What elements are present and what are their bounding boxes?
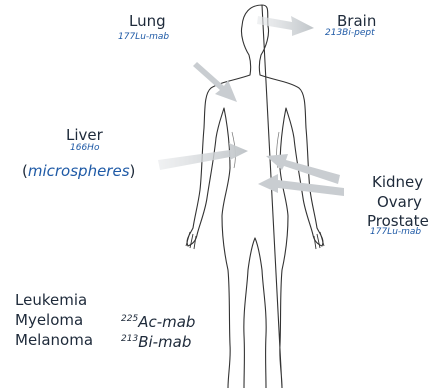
cancer-myeloma: Myeloma: [15, 310, 83, 330]
ovary-label: Ovary: [377, 195, 422, 210]
kidney-isotope: 177Lu-mab: [370, 228, 421, 237]
lung-label: Lung: [129, 14, 166, 29]
kidney-label: Kidney: [372, 175, 423, 190]
treatment-ac-mass: 225: [121, 314, 138, 324]
brain-label: Brain: [337, 14, 376, 29]
lung-isotope: 177Lu-mab: [118, 33, 169, 42]
cancer-melanoma: Melanoma: [15, 330, 93, 350]
liver-extra: (microspheres): [22, 164, 135, 179]
human-body-outline: [187, 5, 323, 388]
treatment-bi-mab: 213Bi-mab: [121, 329, 191, 352]
arrow-brain: [257, 16, 314, 36]
cancer-leukemia: Leukemia: [15, 290, 87, 310]
arrow-lung: [193, 62, 237, 102]
brain-isotope: 213Bi-pept: [325, 29, 375, 38]
treatment-bi-mass: 213: [121, 334, 138, 344]
liver-label: Liver: [66, 128, 103, 143]
liver-extra-text: microspheres: [28, 162, 130, 180]
liver-isotope: 166Ho: [70, 144, 99, 153]
treatment-bi-name: Bi-mab: [138, 333, 191, 351]
